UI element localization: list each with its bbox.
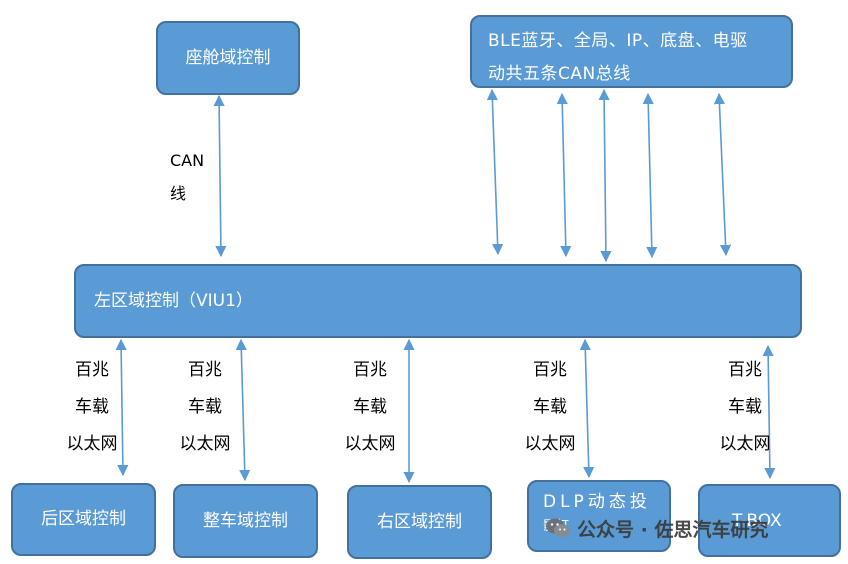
right-zone-controller-label: 右区域控制 bbox=[377, 511, 462, 532]
tbox-box: T-BOX bbox=[698, 484, 841, 557]
can-bus-arrow-2 bbox=[556, 92, 572, 258]
ethernet-label-rear: 百兆 车载 以太网 bbox=[64, 352, 120, 463]
ethernet-label-line2: 车载 bbox=[188, 397, 222, 417]
can-link-label-line1: CAN bbox=[170, 151, 205, 170]
can-bus-box: BLE蓝牙、全局、IP、底盘、电驱 动共五条CAN总线 bbox=[470, 15, 793, 88]
rear-zone-controller-box: 后区域控制 bbox=[11, 483, 156, 556]
ethernet-label-tbox: 百兆 车载 以太网 bbox=[716, 352, 774, 463]
ethernet-label-line2: 车载 bbox=[533, 397, 567, 417]
ethernet-label-line1: 百兆 bbox=[353, 360, 387, 380]
ethernet-label-line1: 百兆 bbox=[75, 360, 109, 380]
can-link-label-line2: 线 bbox=[170, 184, 187, 203]
watermark: 公众号 · 佐思汽车研究 bbox=[545, 512, 768, 544]
vehicle-domain-controller-label: 整车域控制 bbox=[203, 510, 288, 531]
ethernet-label-line2: 车载 bbox=[728, 397, 762, 417]
ethernet-label-right: 百兆 车载 以太网 bbox=[340, 352, 400, 463]
can-link-label: CAN 线 bbox=[170, 144, 204, 210]
ethernet-label-line2: 车载 bbox=[353, 397, 387, 417]
ethernet-arrow-tbox bbox=[762, 344, 776, 480]
can-bus-label-line2: 动共五条CAN总线 bbox=[488, 64, 631, 84]
cockpit-domain-box: 座舱域控制 bbox=[156, 21, 300, 95]
ethernet-label-line1: 百兆 bbox=[188, 360, 222, 380]
ethernet-label-line1: 百兆 bbox=[728, 360, 762, 380]
ethernet-arrow-rear bbox=[115, 338, 129, 477]
can-bus-arrow-3 bbox=[598, 88, 612, 263]
vehicle-domain-controller-box: 整车域控制 bbox=[173, 484, 318, 558]
ethernet-arrow-vehicle bbox=[235, 338, 251, 482]
cockpit-domain-label: 座舱域控制 bbox=[185, 47, 271, 68]
left-zone-controller-box: 左区域控制（VIU1） bbox=[74, 264, 802, 338]
ethernet-label-dlp: 百兆 车载 以太网 bbox=[520, 352, 580, 463]
ethernet-label-line3: 以太网 bbox=[179, 434, 231, 454]
ethernet-label-line3: 以太网 bbox=[524, 434, 576, 454]
can-bus-arrow-1 bbox=[486, 88, 504, 256]
rear-zone-controller-label: 后区域控制 bbox=[41, 509, 126, 530]
can-arrow bbox=[213, 94, 227, 258]
ethernet-arrow-dlp bbox=[579, 338, 595, 479]
dlp-headlamp-label-line1: DLP动态投 bbox=[543, 492, 651, 512]
can-bus-arrow-4 bbox=[642, 92, 658, 259]
left-zone-controller-label: 左区域控制（VIU1） bbox=[94, 290, 253, 311]
tbox-label: T-BOX bbox=[732, 511, 782, 531]
ethernet-label-vehicle: 百兆 车载 以太网 bbox=[176, 352, 234, 463]
wechat-icon bbox=[546, 518, 570, 537]
ethernet-label-line3: 以太网 bbox=[66, 434, 118, 454]
ethernet-label-line1: 百兆 bbox=[533, 360, 567, 380]
can-bus-arrow-5 bbox=[713, 92, 732, 257]
ethernet-label-line2: 车载 bbox=[75, 397, 109, 417]
ethernet-label-line3: 以太网 bbox=[344, 434, 396, 454]
ethernet-label-line3: 以太网 bbox=[719, 434, 771, 454]
right-zone-controller-box: 右区域控制 bbox=[347, 485, 492, 559]
watermark-text: 公众号 · 佐思汽车研究 bbox=[577, 518, 769, 541]
can-bus-label-line1: BLE蓝牙、全局、IP、底盘、电驱 bbox=[488, 31, 748, 51]
